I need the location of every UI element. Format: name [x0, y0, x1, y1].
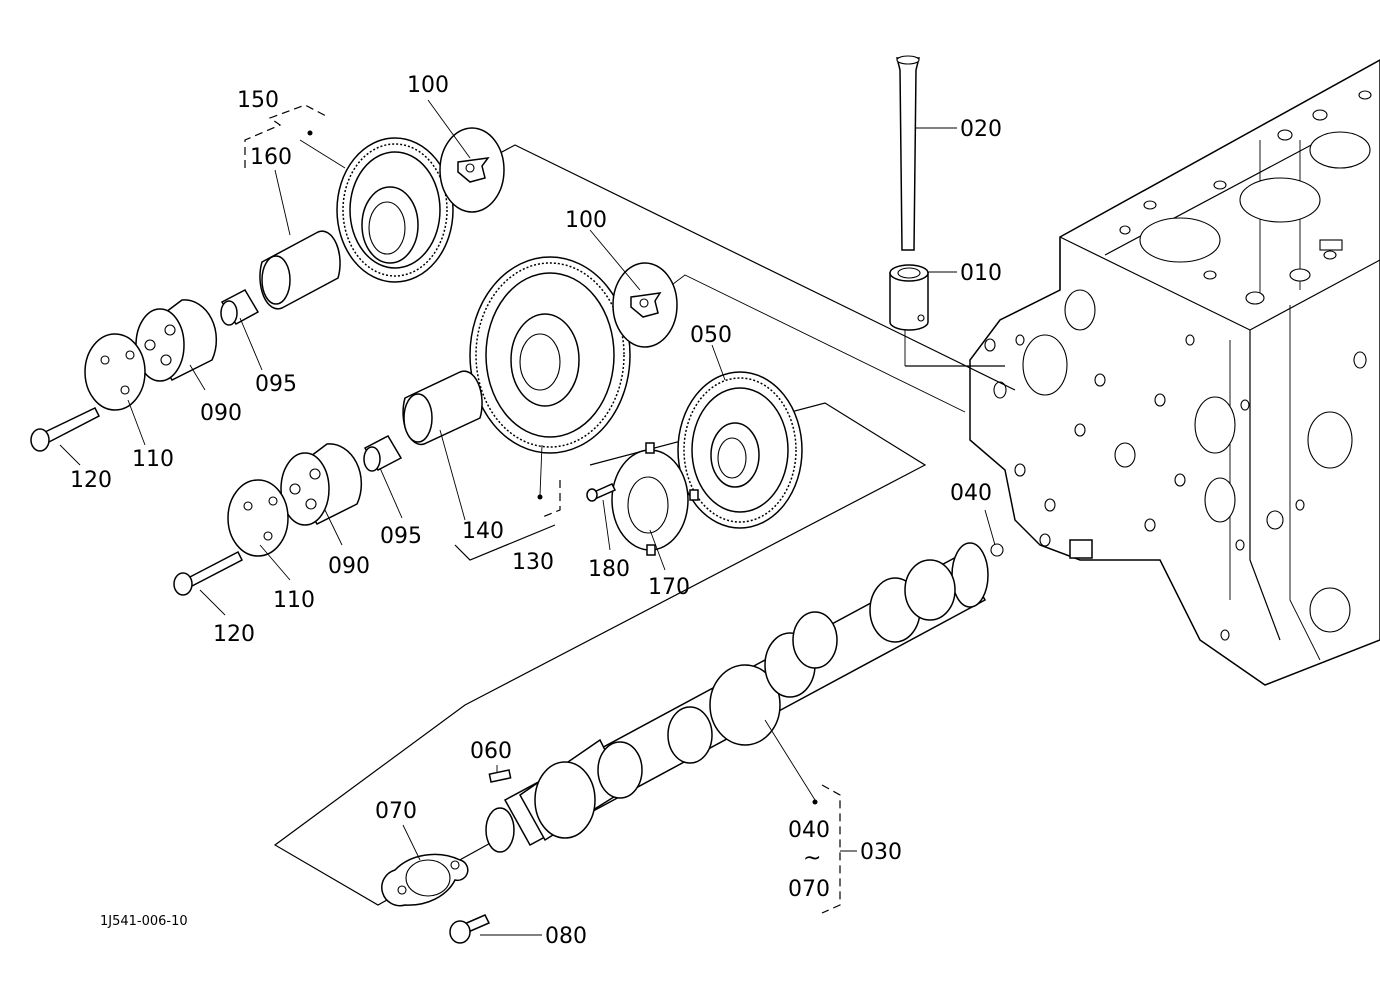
cam-gear-050: [677, 371, 803, 529]
callout-140: 140: [462, 519, 504, 544]
callout-030: 030: [860, 840, 902, 865]
callout-050: 050: [690, 323, 732, 348]
key-060: [488, 769, 512, 783]
lower-thrust-plate: [612, 262, 678, 348]
part-010-bushing: [889, 264, 957, 331]
upper-bushing-160: [259, 230, 341, 310]
lower-shaft-090: [280, 443, 363, 526]
callout-070-range-end: 070: [788, 877, 830, 902]
callout-020: 020: [960, 117, 1002, 142]
callout-040-range-start: 040: [788, 818, 830, 843]
large-idle-gear: [469, 256, 631, 454]
callout-130: 130: [512, 550, 554, 575]
callout-090-lower: 090: [328, 554, 370, 579]
callout-150: 150: [237, 88, 279, 113]
callout-100-upper: 100: [407, 73, 449, 98]
callout-095-upper: 095: [255, 372, 297, 397]
callout-170: 170: [648, 575, 690, 600]
upper-idle-gear: [336, 137, 454, 283]
upper-shaft-090: [135, 299, 218, 382]
part-020-guide-pipe: [896, 55, 957, 251]
screw-180: [586, 483, 617, 502]
lower-pin-095: [363, 435, 403, 472]
callout-060: 060: [470, 739, 512, 764]
leader-lines: [59, 99, 996, 914]
callout-180: 180: [588, 557, 630, 582]
callout-010: 010: [960, 261, 1002, 286]
callout-110-upper: 110: [132, 447, 174, 472]
callout-100-lower: 100: [565, 208, 607, 233]
callout-040: 040: [950, 481, 992, 506]
lower-bushing-140: [402, 370, 483, 446]
upper-thrust-plate: [439, 127, 505, 213]
callout-095-lower: 095: [380, 524, 422, 549]
callout-120-upper: 120: [70, 468, 112, 493]
callout-080: 080: [545, 924, 587, 949]
lower-plate-110: [227, 479, 289, 557]
drawing-code: 1J541-006-10: [100, 914, 188, 929]
callout-070: 070: [375, 799, 417, 824]
upper-pin-095: [220, 289, 260, 326]
flange-070: [381, 853, 469, 907]
engine-block: [969, 59, 1380, 686]
callout-range-separator: ~: [803, 846, 821, 871]
bolt-080: [449, 914, 542, 944]
callout-labels: 150 160 100 100 020 010 050 095 090 110 …: [70, 73, 1002, 949]
callout-160: 160: [250, 145, 292, 170]
callout-110-lower: 110: [273, 588, 315, 613]
callout-120-lower: 120: [213, 622, 255, 647]
thrust-plate-170: [611, 442, 699, 556]
upper-bolt-120: [30, 407, 101, 452]
callout-090-upper: 090: [200, 401, 242, 426]
lower-bolt-120: [173, 550, 244, 596]
upper-plate-110: [84, 333, 146, 411]
camshaft: [485, 542, 1004, 853]
